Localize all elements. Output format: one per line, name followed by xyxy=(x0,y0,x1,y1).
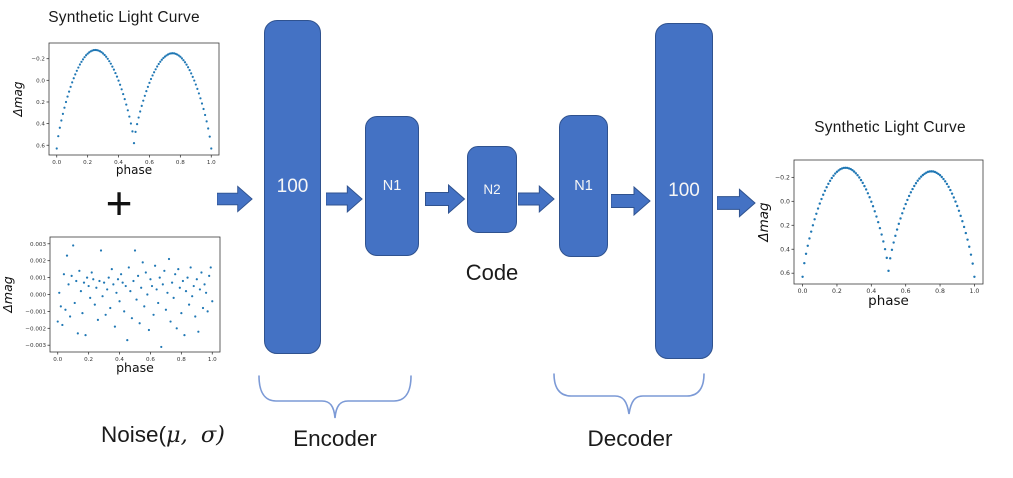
noise-plot: 0.0 0.2 0.4 0.6 0.8 1.0 0.003 0.002 0.001 0.000 −0… xyxy=(0,236,221,375)
svg-text:0.8: 0.8 xyxy=(176,160,185,166)
svg-text:0.4: 0.4 xyxy=(780,246,790,253)
noise-label-prefix: Noise( xyxy=(101,422,167,447)
layer-label: N2 xyxy=(483,182,501,197)
svg-text:0.6: 0.6 xyxy=(36,143,45,149)
svg-text:0.6: 0.6 xyxy=(145,160,154,166)
svg-text:0.2: 0.2 xyxy=(36,100,45,106)
svg-text:0.0: 0.0 xyxy=(53,357,62,363)
svg-text:0.2: 0.2 xyxy=(83,160,92,166)
svg-text:−0.003: −0.003 xyxy=(25,343,46,349)
layer-label: 100 xyxy=(276,176,309,197)
svg-text:0.6: 0.6 xyxy=(901,288,911,295)
svg-text:phase: phase xyxy=(116,360,154,375)
svg-text:0.000: 0.000 xyxy=(30,293,46,299)
svg-text:0.0: 0.0 xyxy=(36,78,45,84)
svg-text:−0.2: −0.2 xyxy=(775,174,790,181)
decoder-brace xyxy=(553,373,705,415)
flow-arrow-dec2 xyxy=(611,186,651,216)
svg-text:phase: phase xyxy=(116,163,152,177)
svg-text:1.0: 1.0 xyxy=(969,288,979,295)
layer-block-encoder-n1: N1 xyxy=(365,116,419,256)
encoder-label: Encoder xyxy=(293,426,377,451)
layer-label: N1 xyxy=(382,178,402,194)
svg-text:0.8: 0.8 xyxy=(177,357,186,363)
code-label: Code xyxy=(465,260,519,285)
flow-arrow-dec1 xyxy=(518,185,555,213)
encoder-brace xyxy=(258,375,412,419)
noise-label-sigma: σ) xyxy=(200,422,225,448)
noise-label: Noise(μ, σ) xyxy=(88,422,238,448)
svg-text:0.0: 0.0 xyxy=(798,288,808,295)
svg-text:0.002: 0.002 xyxy=(30,259,46,265)
layer-block-code-n2: N2 xyxy=(467,146,517,233)
plus-icon: + xyxy=(105,177,133,229)
svg-text:Δmag: Δmag xyxy=(0,276,15,313)
flow-arrow-output xyxy=(717,188,756,218)
svg-text:0.003: 0.003 xyxy=(30,242,46,248)
svg-text:0.4: 0.4 xyxy=(866,288,876,295)
layer-block-encoder-input-100: 100 xyxy=(264,20,321,354)
svg-text:1.0: 1.0 xyxy=(208,357,217,363)
layer-label: 100 xyxy=(668,180,700,201)
svg-text:−0.2: −0.2 xyxy=(31,57,45,63)
layer-block-decoder-n1: N1 xyxy=(559,115,608,257)
svg-text:phase: phase xyxy=(868,293,909,309)
svg-text:0.2: 0.2 xyxy=(84,357,93,363)
svg-text:0.8: 0.8 xyxy=(935,288,945,295)
svg-text:Δmag: Δmag xyxy=(758,202,772,243)
layer-block-decoder-output-100: 100 xyxy=(655,23,713,359)
flow-arrow-input xyxy=(217,185,253,213)
decoder-label: Decoder xyxy=(587,426,673,451)
svg-text:Δmag: Δmag xyxy=(11,81,25,117)
svg-text:0.6: 0.6 xyxy=(780,270,790,277)
noise-label-mu: μ, xyxy=(166,422,188,448)
flow-arrow-enc2 xyxy=(425,184,466,214)
svg-text:0.4: 0.4 xyxy=(114,160,123,166)
svg-text:0.0: 0.0 xyxy=(52,160,61,166)
svg-text:0.0: 0.0 xyxy=(780,198,790,205)
svg-text:0.4: 0.4 xyxy=(36,122,45,128)
svg-text:0.2: 0.2 xyxy=(832,288,842,295)
svg-text:0.001: 0.001 xyxy=(30,276,46,282)
svg-text:−0.001: −0.001 xyxy=(25,309,46,315)
svg-text:0.4: 0.4 xyxy=(115,357,124,363)
layer-label: N1 xyxy=(574,178,593,194)
output-chart-title: Synthetic Light Curve xyxy=(814,119,966,136)
svg-text:0.2: 0.2 xyxy=(780,222,790,229)
svg-text:1.0: 1.0 xyxy=(207,160,216,166)
flow-arrow-enc1 xyxy=(326,185,363,213)
svg-text:−0.002: −0.002 xyxy=(25,326,46,332)
input-chart-title: Synthetic Light Curve xyxy=(48,9,200,26)
svg-text:0.6: 0.6 xyxy=(146,357,155,363)
